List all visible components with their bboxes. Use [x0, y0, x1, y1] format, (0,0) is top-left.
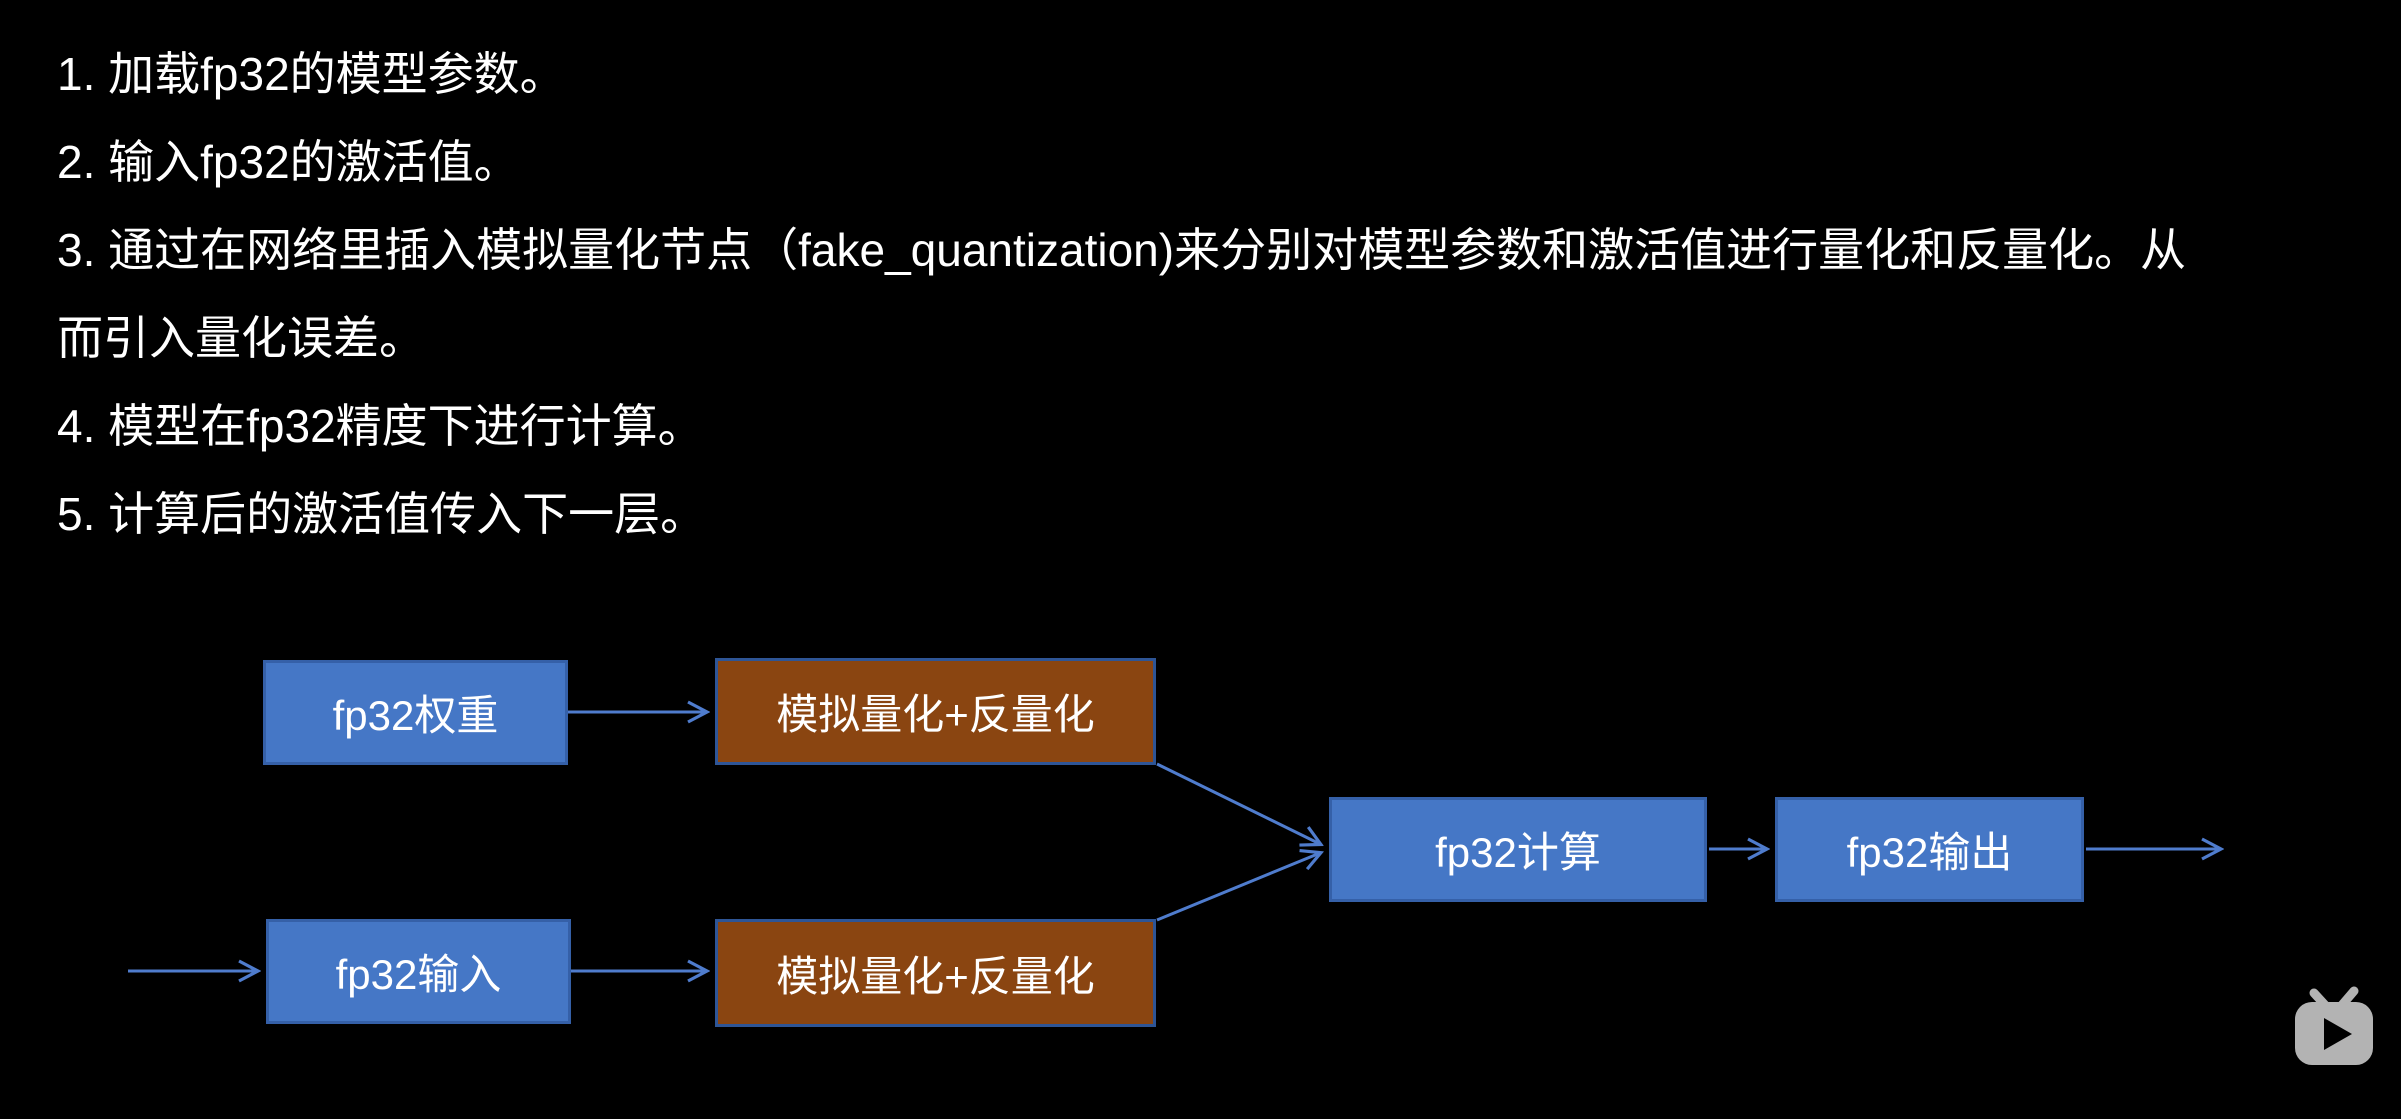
- node-fake-quant-input-label: 模拟量化+反量化: [776, 952, 1095, 1000]
- note-line-4: 4. 模型在fp32精度下进行计算。: [57, 400, 704, 452]
- node-fp32-input: fp32输入: [266, 919, 571, 1024]
- notes-block: 1. 加载fp32的模型参数。 2. 输入fp32的激活值。 3. 通过在网络里…: [57, 30, 2186, 558]
- node-fp32-compute: fp32计算: [1329, 797, 1707, 902]
- note-line-1: 1. 加载fp32的模型参数。: [57, 48, 566, 100]
- node-fp32-output-label: fp32输出: [1846, 829, 2013, 876]
- note-line-3: 3. 通过在网络里插入模拟量化节点（fake_quantization)来分别对…: [57, 224, 2187, 276]
- note-line-3-cont: 而引入量化误差。: [57, 312, 425, 364]
- node-fake-quant-weights-label: 模拟量化+反量化: [776, 691, 1095, 738]
- node-fake-quant-input: 模拟量化+反量化: [715, 919, 1156, 1027]
- node-fp32-weights-label: fp32权重: [332, 692, 499, 739]
- note-line-2: 2. 输入fp32的激活值。: [57, 136, 520, 188]
- arrow-fake-quant-bottom-to-compute: [1156, 853, 1320, 922]
- node-fp32-input-label: fp32输入: [335, 951, 502, 998]
- node-fp32-compute-label: fp32计算: [1435, 829, 1601, 876]
- arrow-fake-quant-top-to-compute: [1156, 762, 1320, 844]
- bilibili-tv-icon: [2295, 986, 2373, 1065]
- note-line-5: 5. 计算后的激活值传入下一层。: [57, 488, 707, 540]
- node-fp32-output: fp32输出: [1775, 797, 2084, 902]
- node-fp32-weights: fp32权重: [263, 660, 568, 765]
- node-fake-quant-weights: 模拟量化+反量化: [715, 658, 1156, 765]
